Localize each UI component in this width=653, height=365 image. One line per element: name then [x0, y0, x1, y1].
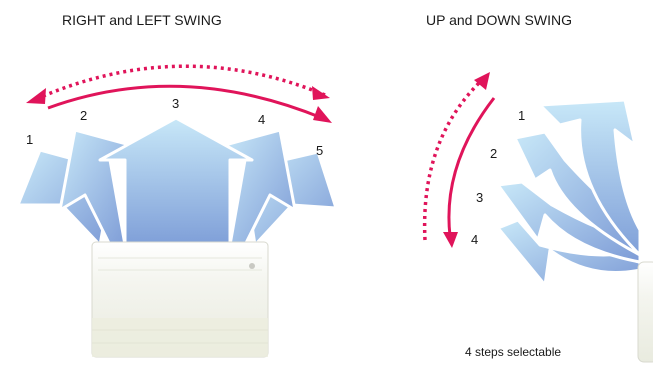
- step-label-2: 2: [490, 146, 498, 161]
- right-swing-dotted-arrowhead: [312, 86, 330, 100]
- left-swing-dotted-arrow: [33, 64, 326, 102]
- up-dotted-arrowhead: [474, 72, 490, 90]
- direction-label-5: 5: [316, 143, 324, 158]
- airflow-direction-3: [98, 116, 254, 247]
- up-down-swing-title: UP and DOWN SWING: [426, 12, 572, 28]
- down-solid-arrowhead: [443, 232, 458, 248]
- airflow-direction-2: [58, 128, 132, 247]
- direction-label-3: 3: [172, 96, 180, 111]
- airflow-direction-4: [223, 128, 297, 247]
- step-label-1: 1: [518, 108, 526, 123]
- airflow-step-1: [538, 98, 642, 257]
- direction-label-4: 4: [258, 112, 266, 127]
- direction-label-1: 1: [26, 132, 34, 147]
- steps-caption: 4 steps selectable: [465, 345, 562, 359]
- right-swing-solid-arrowhead: [313, 106, 332, 123]
- up-down-airflow: [496, 98, 642, 287]
- indoor-unit-left: [91, 241, 269, 358]
- direction-label-2: 2: [80, 108, 88, 123]
- left-right-airflow: [16, 116, 338, 247]
- step-label-4: 4: [471, 232, 479, 247]
- step-label-3: 3: [476, 190, 484, 205]
- right-left-swing-title: RIGHT and LEFT SWING: [62, 12, 222, 28]
- up-down-dotted-arrow: [422, 78, 484, 241]
- up-down-solid-arrow: [447, 97, 496, 237]
- unit-sensor-dot: [249, 263, 255, 269]
- left-swing-solid-arrow: [47, 84, 323, 120]
- left-swing-dotted-arrowhead: [26, 88, 46, 104]
- indoor-unit-side: [637, 261, 653, 363]
